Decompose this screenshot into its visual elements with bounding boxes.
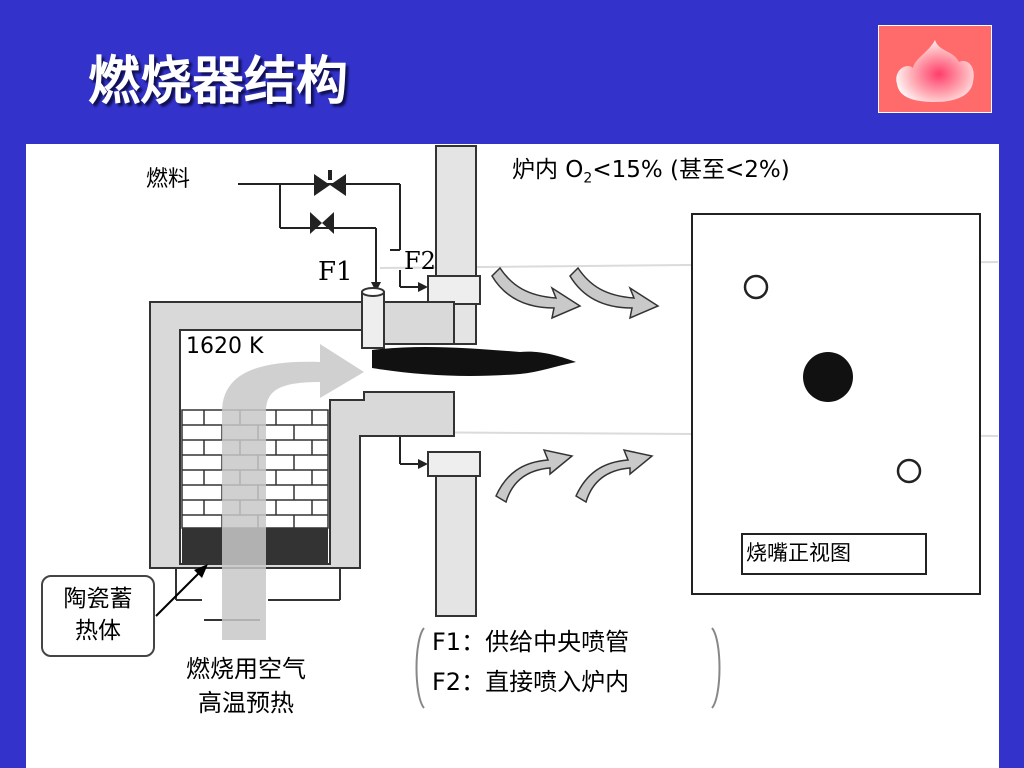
flame-logo-icon [878,25,992,113]
f1-nozzle-icon [803,352,853,402]
o2-subscript: 2 [583,170,593,187]
f1-tag: F1 [318,257,353,287]
f2-port-icon [743,274,769,300]
f2-tag: F2 [404,247,436,275]
furnace-temperature: 1620 K [186,334,264,359]
o2-label: 炉内 O2<15% (甚至<2%) [512,157,790,192]
flame-jet [372,346,576,376]
air-line-1: 燃烧用空气 [186,655,306,683]
valve-icon [310,170,346,234]
regenerator-housing [149,301,455,569]
fuel-label: 燃料 [146,167,191,192]
air-line-2: 高温预热 [198,689,294,717]
diagram-panel [26,144,999,768]
front-view-label: 烧嘴正视图 [746,541,851,565]
ceramic-line-2: 热体 [75,618,121,644]
legend-item-f2: F2：直接喷入炉内 [432,668,630,696]
fuel-arrow-icon [371,282,381,292]
slide-title: 燃烧器结构 [88,52,349,112]
f2-port-icon-2 [896,458,922,484]
o2-prefix: 炉内 O [512,157,584,183]
front-view-frame [691,213,981,595]
ceramic-regenerator-callout: 陶瓷蓄 热体 [41,575,155,657]
legend: F1：供给中央喷管 F2：直接喷入炉内 [432,622,629,702]
central-nozzle [361,291,385,349]
combustion-air-label: 燃烧用空气 高温预热 [186,652,306,720]
legend-item-f1: F1：供给中央喷管 [432,628,630,656]
hot-air-flow-arrow [222,344,364,640]
o2-suffix: <15% (甚至<2%) [592,157,790,183]
furnace-wall [435,145,477,617]
ceramic-line-1: 陶瓷蓄 [63,586,133,612]
burner-diagram [149,145,999,709]
